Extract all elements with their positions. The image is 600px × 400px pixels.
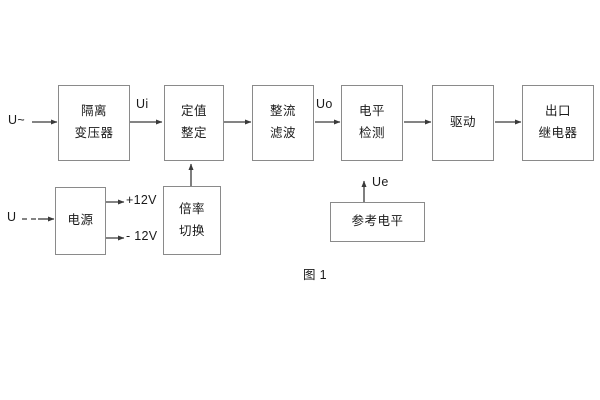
block-power-supply: 电源: [55, 187, 106, 255]
block-output-relay: 出口 继电器: [522, 85, 594, 161]
label-input-ac: U~: [8, 113, 25, 127]
output-relay-line2: 继电器: [538, 126, 578, 140]
reference-level-line1: 参考电平: [351, 214, 404, 229]
block-reference-level: 参考电平: [330, 202, 425, 242]
drive-line1: 驱动: [449, 115, 476, 130]
setting-value-line2: 整定: [180, 126, 207, 140]
label-supply-positive: +12V: [126, 193, 157, 207]
label-input-dc: U: [7, 210, 17, 224]
rectify-filter-line1: 整流: [269, 104, 296, 119]
figure-caption: 图 1: [303, 268, 327, 282]
isolation-transformer-line2: 变压器: [74, 126, 114, 140]
label-uo: Uo: [316, 97, 333, 111]
ratio-switch-line2: 切换: [178, 223, 205, 238]
setting-value-line1: 定值: [180, 104, 207, 119]
level-detect-line2: 检测: [358, 126, 385, 140]
block-rectify-filter: 整流 滤波: [252, 85, 314, 161]
isolation-transformer-line1: 隔离: [80, 104, 107, 119]
block-isolation-transformer: 隔离 变压器: [58, 85, 130, 161]
label-ui: Ui: [136, 97, 149, 111]
level-detect-line1: 电平: [358, 104, 385, 119]
label-supply-negative: - 12V: [126, 229, 158, 243]
power-supply-line1: 电源: [67, 213, 94, 228]
label-ue: Ue: [372, 175, 389, 189]
block-setting-value: 定值 整定: [164, 85, 224, 161]
ratio-switch-line1: 倍率: [178, 201, 205, 216]
rectify-filter-line2: 滤波: [269, 126, 296, 140]
block-drive: 驱动: [432, 85, 494, 161]
block-level-detect: 电平 检测: [341, 85, 403, 161]
output-relay-line1: 出口: [544, 104, 571, 119]
block-ratio-switch: 倍率 切换: [163, 186, 221, 255]
